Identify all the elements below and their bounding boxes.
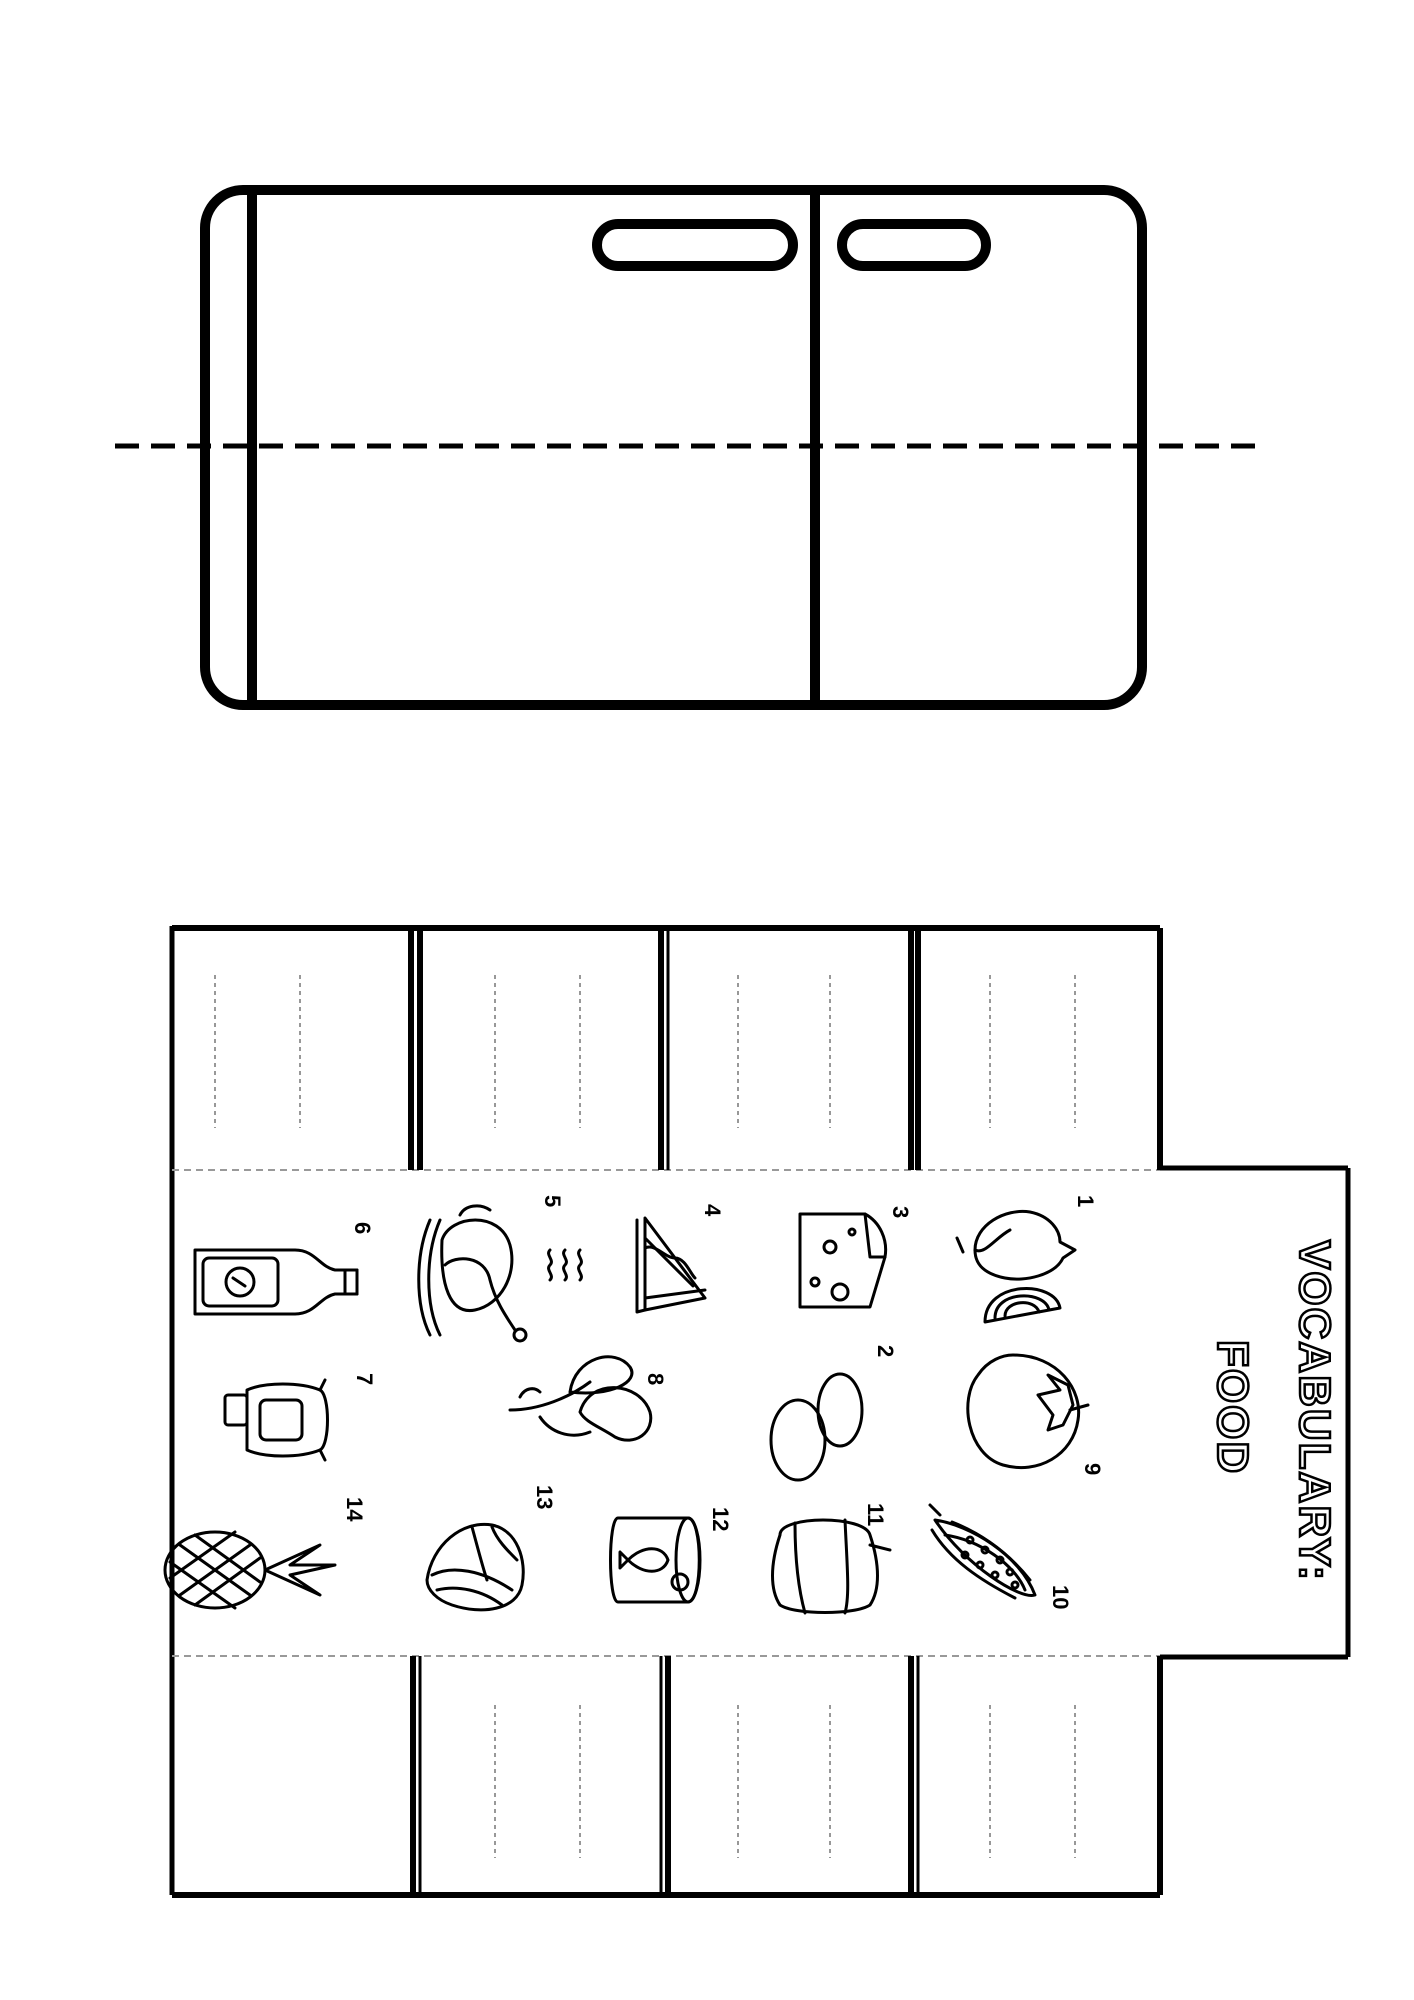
corn-icon [928, 1503, 1037, 1600]
ketchup-bottle-icon [193, 1248, 359, 1316]
spinach-icon [508, 1355, 653, 1442]
item-number: 10 [1048, 1585, 1073, 1609]
item-number: 11 [863, 1503, 888, 1526]
pineapple-icon [163, 1530, 337, 1610]
cheese-icon [798, 1212, 888, 1309]
item-number: 3 [888, 1206, 913, 1218]
flap-book [169, 925, 1351, 1898]
onion-icon [955, 1209, 1077, 1324]
item-number: 12 [708, 1507, 733, 1531]
writing-guides [214, 975, 1076, 1858]
top-flaps [172, 925, 1163, 1170]
item-number: 4 [700, 1204, 725, 1217]
fridge-handle-left [592, 219, 798, 271]
sandwich-icon [635, 1216, 707, 1314]
bell-pepper-icon [771, 1518, 892, 1615]
item-number: 1 [1073, 1195, 1098, 1207]
worksheet-subtitle: FOOD [1208, 1340, 1257, 1475]
worksheet-title: VOCABULARY: [1290, 1240, 1339, 1582]
item-number: 5 [540, 1195, 565, 1207]
lettuce-icon [425, 1522, 525, 1612]
item-number: 14 [342, 1497, 367, 1522]
eggs-icon [769, 1372, 864, 1482]
item-number: 2 [873, 1345, 898, 1357]
tomato-icon [966, 1353, 1090, 1470]
bottom-flaps [172, 1656, 1163, 1898]
item-number: 7 [352, 1373, 377, 1385]
honey-jar-icon [223, 1378, 329, 1462]
canned-fish-icon [609, 1516, 702, 1604]
item-number: 9 [1080, 1463, 1105, 1475]
item-numbers: 1 2 3 4 5 6 7 8 9 10 11 12 13 14 [342, 1195, 1105, 1609]
fridge-handle-right [837, 219, 991, 271]
item-number: 13 [532, 1485, 557, 1509]
item-number: 8 [643, 1373, 668, 1385]
item-number: 6 [350, 1222, 375, 1234]
roast-chicken-icon [417, 1204, 583, 1343]
